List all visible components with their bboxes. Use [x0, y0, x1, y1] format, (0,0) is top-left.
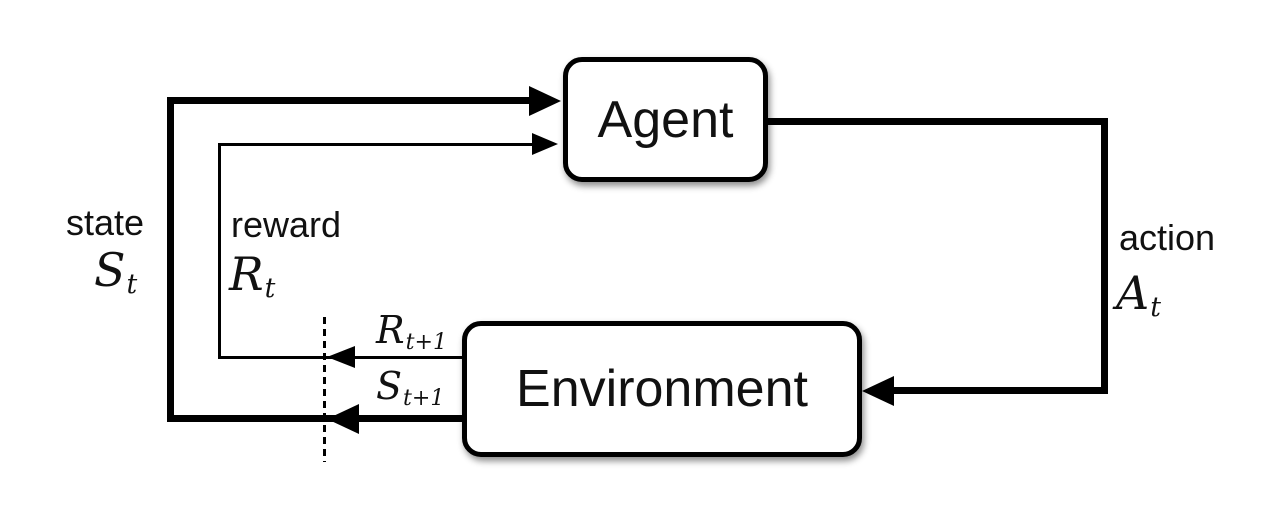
reward-symbol: Rt	[229, 247, 275, 304]
next-state-symbol-sub: t+1	[403, 386, 445, 412]
state-line-bottom	[167, 415, 463, 422]
state-symbol: St	[94, 243, 137, 300]
state-line-vertical	[167, 97, 174, 422]
action-symbol-base: A	[1116, 266, 1150, 320]
reward-label: reward	[231, 204, 342, 245]
reward-symbol-base: R	[229, 247, 264, 301]
agent-node: Agent	[563, 57, 768, 182]
next-reward-arrowhead-icon	[327, 346, 355, 368]
state-line-top	[167, 97, 533, 104]
next-reward-symbol: Rt+1	[376, 308, 447, 355]
action-to-environment-arrowhead-icon	[862, 376, 894, 406]
state-label: state	[66, 202, 145, 243]
next-state-symbol: St+1	[376, 364, 444, 411]
timestep-dashed-divider	[323, 317, 326, 462]
action-line-vertical	[1101, 118, 1108, 394]
next-reward-symbol-sub: t+1	[405, 330, 447, 356]
action-symbol-sub: t	[1150, 292, 1161, 324]
action-symbol: At	[1116, 266, 1161, 323]
state-to-agent-arrowhead-icon	[529, 86, 561, 116]
reward-symbol-sub: t	[264, 273, 276, 305]
environment-node: Environment	[462, 321, 862, 457]
state-symbol-base: S	[94, 243, 126, 297]
reward-line-vertical	[218, 143, 221, 359]
state-symbol-sub: t	[126, 269, 138, 301]
next-state-arrowhead-icon	[327, 404, 359, 434]
reward-to-agent-arrowhead-icon	[532, 133, 558, 155]
action-line-top	[768, 118, 1108, 125]
reward-line-top	[218, 143, 534, 146]
action-label: action	[1119, 217, 1216, 258]
next-reward-symbol-base: R	[376, 308, 405, 352]
action-line-bottom	[880, 387, 1108, 394]
next-state-symbol-base: S	[376, 364, 403, 408]
agent-node-label: Agent	[597, 90, 734, 149]
environment-node-label: Environment	[516, 360, 808, 418]
